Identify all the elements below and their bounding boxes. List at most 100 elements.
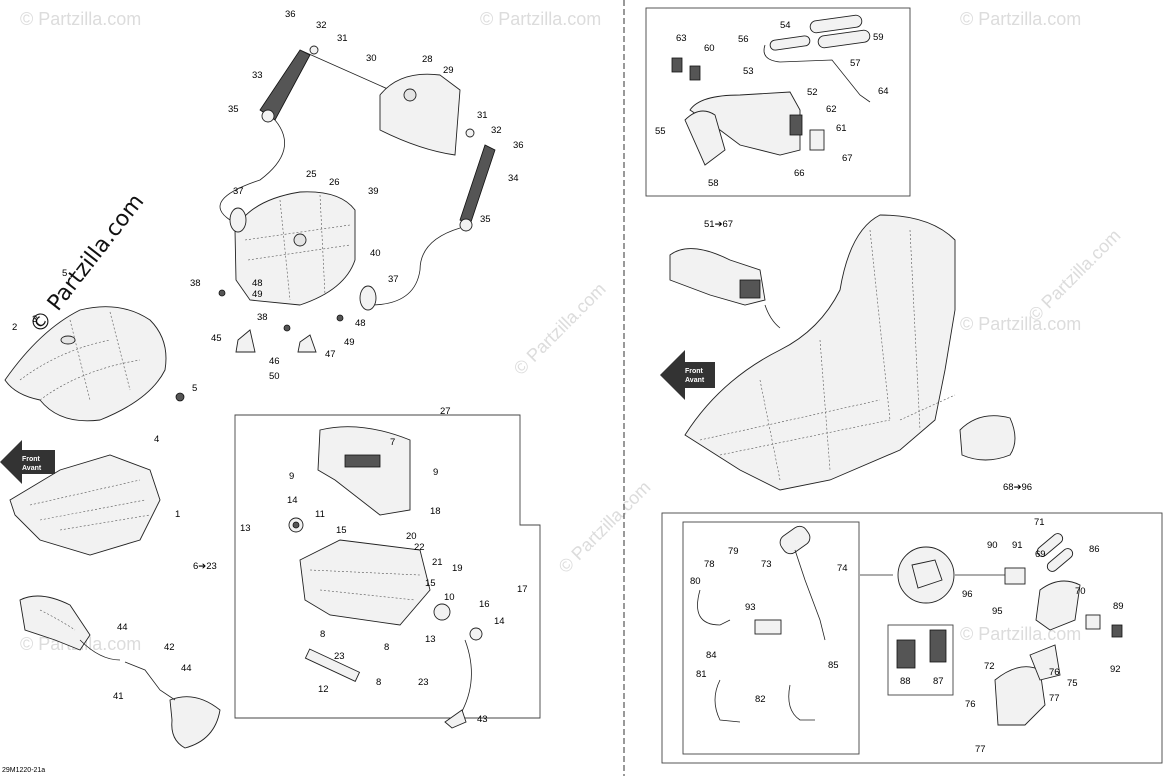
callout: 16 (479, 599, 490, 610)
callout: 19 (452, 563, 463, 574)
callout: 56 (738, 34, 749, 45)
callout: 10 (444, 592, 455, 603)
callout: 41 (113, 691, 124, 702)
callout: 23 (334, 651, 345, 662)
front-arrow-left: Front Avant (0, 440, 55, 484)
callout: 13 (425, 634, 436, 645)
callout: 50 (269, 371, 280, 382)
diagram-reference: 29M1220-21a (2, 767, 45, 774)
callout: 84 (706, 650, 717, 661)
callout: 38 (190, 278, 201, 289)
callout: 76 (1049, 667, 1060, 678)
accessory-box (661, 512, 1163, 764)
callout: 32 (491, 125, 502, 136)
rear-handle-assembly (19, 595, 221, 749)
callout: 78 (704, 559, 715, 570)
callout: 26 (329, 177, 340, 188)
rear-grab-handle (669, 248, 781, 329)
rear-seat (218, 191, 377, 353)
callout: 87 (933, 676, 944, 687)
callout: 8 (376, 677, 381, 688)
callout-labels: 5 2 3 5 4 1 36 32 31 30 28 29 33 35 31 3… (12, 9, 1124, 755)
callout: 72 (984, 661, 995, 672)
callout: 89 (1113, 601, 1124, 612)
callout: 4 (154, 434, 159, 445)
watermark: © Partzilla.com (960, 624, 1081, 644)
watermark: © Partzilla.com (20, 9, 141, 29)
callout: 51➔67 (704, 219, 733, 230)
callout: 75 (1067, 678, 1078, 689)
callout: 45 (211, 333, 222, 344)
callout: 35 (480, 214, 491, 225)
callout: 64 (878, 86, 889, 97)
callout: 36 (285, 9, 296, 20)
callout: 70 (1075, 586, 1086, 597)
callout: 60 (704, 43, 715, 54)
callout: 8 (384, 642, 389, 653)
callout: 93 (745, 602, 756, 613)
callout: 57 (850, 58, 861, 69)
callout: 23 (418, 677, 429, 688)
callout: 48 (355, 318, 366, 329)
callout: 14 (287, 495, 298, 506)
callout: 63 (676, 33, 687, 44)
watermark: © Partzilla.com (960, 314, 1081, 334)
watermark: © Partzilla.com (1025, 225, 1125, 325)
callout: 14 (494, 616, 505, 627)
callout: 5 (192, 383, 197, 394)
callout: 69 (1035, 549, 1046, 560)
watermark: © Partzilla.com (555, 477, 655, 577)
watermark: © Partzilla.com (510, 279, 610, 379)
callout: 3 (32, 314, 37, 325)
callout: 47 (325, 349, 336, 360)
seat-base (9, 454, 161, 556)
front-arrow-right: Front Avant (660, 350, 715, 400)
callout: 88 (900, 676, 911, 687)
callout: 44 (181, 663, 192, 674)
callout: 37 (388, 274, 399, 285)
callout: 8 (320, 629, 325, 640)
callout: 85 (828, 660, 839, 671)
callout: 76 (965, 699, 976, 710)
callout: 49 (252, 289, 263, 300)
callout: 58 (708, 178, 719, 189)
callout: 12 (318, 684, 329, 695)
callout: 11 (315, 509, 325, 520)
callout: 36 (513, 140, 524, 151)
callout: 6➔23 (193, 561, 217, 572)
callout: 29 (443, 65, 454, 76)
callout: 62 (826, 104, 837, 115)
callout: 54 (780, 20, 791, 31)
callout: 49 (344, 337, 355, 348)
callout: 15 (336, 525, 347, 536)
svg-text:Front: Front (22, 456, 41, 463)
callout: 61 (836, 123, 847, 134)
callout: 74 (837, 563, 848, 574)
callout: 25 (306, 169, 317, 180)
callout: 71 (1034, 517, 1045, 528)
callout: 42 (164, 642, 175, 653)
watermark-layer: © Partzilla.com © Partzilla.com © Partzi… (20, 9, 1124, 654)
svg-text:Avant: Avant (22, 465, 42, 472)
callout: 28 (422, 54, 433, 65)
callout: 91 (1012, 540, 1023, 551)
callout: 2 (12, 322, 17, 333)
callout: 92 (1110, 664, 1121, 675)
callout: 9 (289, 471, 294, 482)
callout: 55 (655, 126, 666, 137)
watermark: © Partzilla.com (960, 9, 1081, 29)
callout: 38 (257, 312, 268, 323)
callout: 37 (233, 186, 244, 197)
callout: 53 (743, 66, 754, 77)
svg-text:Front: Front (685, 368, 704, 375)
callout: 31 (337, 33, 348, 44)
callout: 73 (761, 559, 772, 570)
callout: 79 (728, 546, 739, 557)
callout: 77 (975, 744, 986, 755)
callout: 48 (252, 278, 263, 289)
watermark: © Partzilla.com (480, 9, 601, 29)
callout: 35 (228, 104, 239, 115)
callout: 82 (755, 694, 766, 705)
callout: 32 (316, 20, 327, 31)
